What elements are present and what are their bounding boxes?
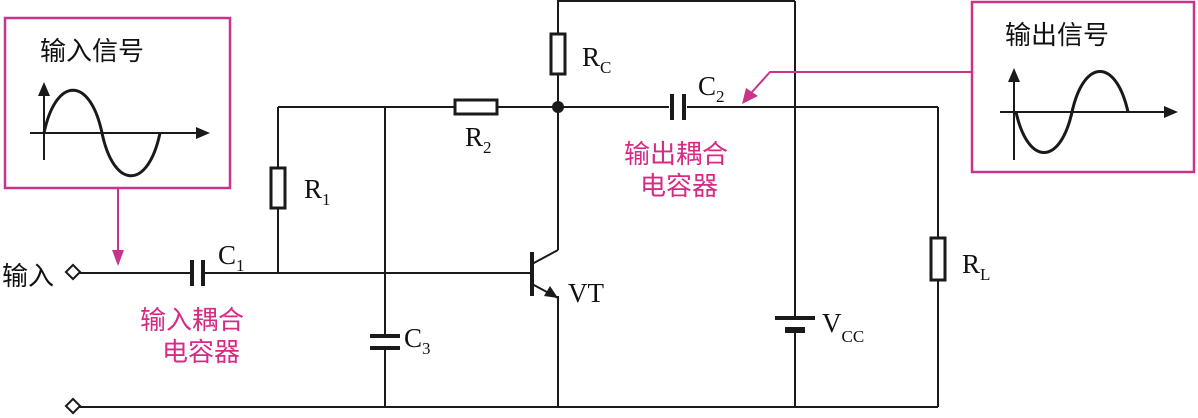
output-signal-arrow bbox=[742, 71, 972, 104]
label-c1: C1 bbox=[218, 240, 245, 275]
input-signal-title: 输入信号 bbox=[40, 37, 144, 67]
ground-terminal bbox=[64, 397, 82, 415]
output-coupling-caption-line1: 输出耦合 bbox=[624, 140, 728, 170]
input-signal-arrow bbox=[112, 188, 124, 266]
output-sine-wave bbox=[1014, 70, 1130, 154]
wires bbox=[74, 0, 939, 408]
input-terminal-label: 输入 bbox=[2, 262, 54, 292]
input-terminal bbox=[64, 263, 82, 281]
label-rl: RL bbox=[962, 249, 990, 284]
capacitor-c1 bbox=[190, 260, 205, 286]
resistor-rc bbox=[549, 32, 567, 76]
resistor-rl bbox=[929, 236, 947, 282]
transistor-vt bbox=[530, 249, 559, 299]
output-signal-box: 输出信号 bbox=[970, 0, 1196, 174]
label-rc: RC bbox=[582, 42, 611, 77]
resistor-r1 bbox=[269, 166, 287, 210]
input-sine-wave bbox=[42, 89, 162, 177]
label-r1: R1 bbox=[304, 174, 331, 209]
output-signal-title: 输出信号 bbox=[1005, 21, 1109, 51]
label-r2: R2 bbox=[465, 122, 492, 157]
capacitor-c2 bbox=[670, 94, 686, 120]
capacitor-c3 bbox=[370, 334, 400, 350]
label-c2: C2 bbox=[698, 71, 725, 106]
label-vt: VT bbox=[568, 278, 604, 308]
input-coupling-caption-line1: 输入耦合 bbox=[140, 306, 244, 336]
resistor-r2 bbox=[453, 98, 499, 116]
label-c3: C3 bbox=[404, 323, 431, 358]
battery-vcc bbox=[775, 316, 815, 333]
input-signal-box: 输入信号 bbox=[3, 16, 232, 190]
label-vcc: VCC bbox=[822, 308, 864, 346]
input-coupling-caption-line2: 电容器 bbox=[162, 338, 240, 368]
output-coupling-caption-line2: 电容器 bbox=[640, 172, 718, 202]
junction-dot bbox=[552, 101, 564, 113]
